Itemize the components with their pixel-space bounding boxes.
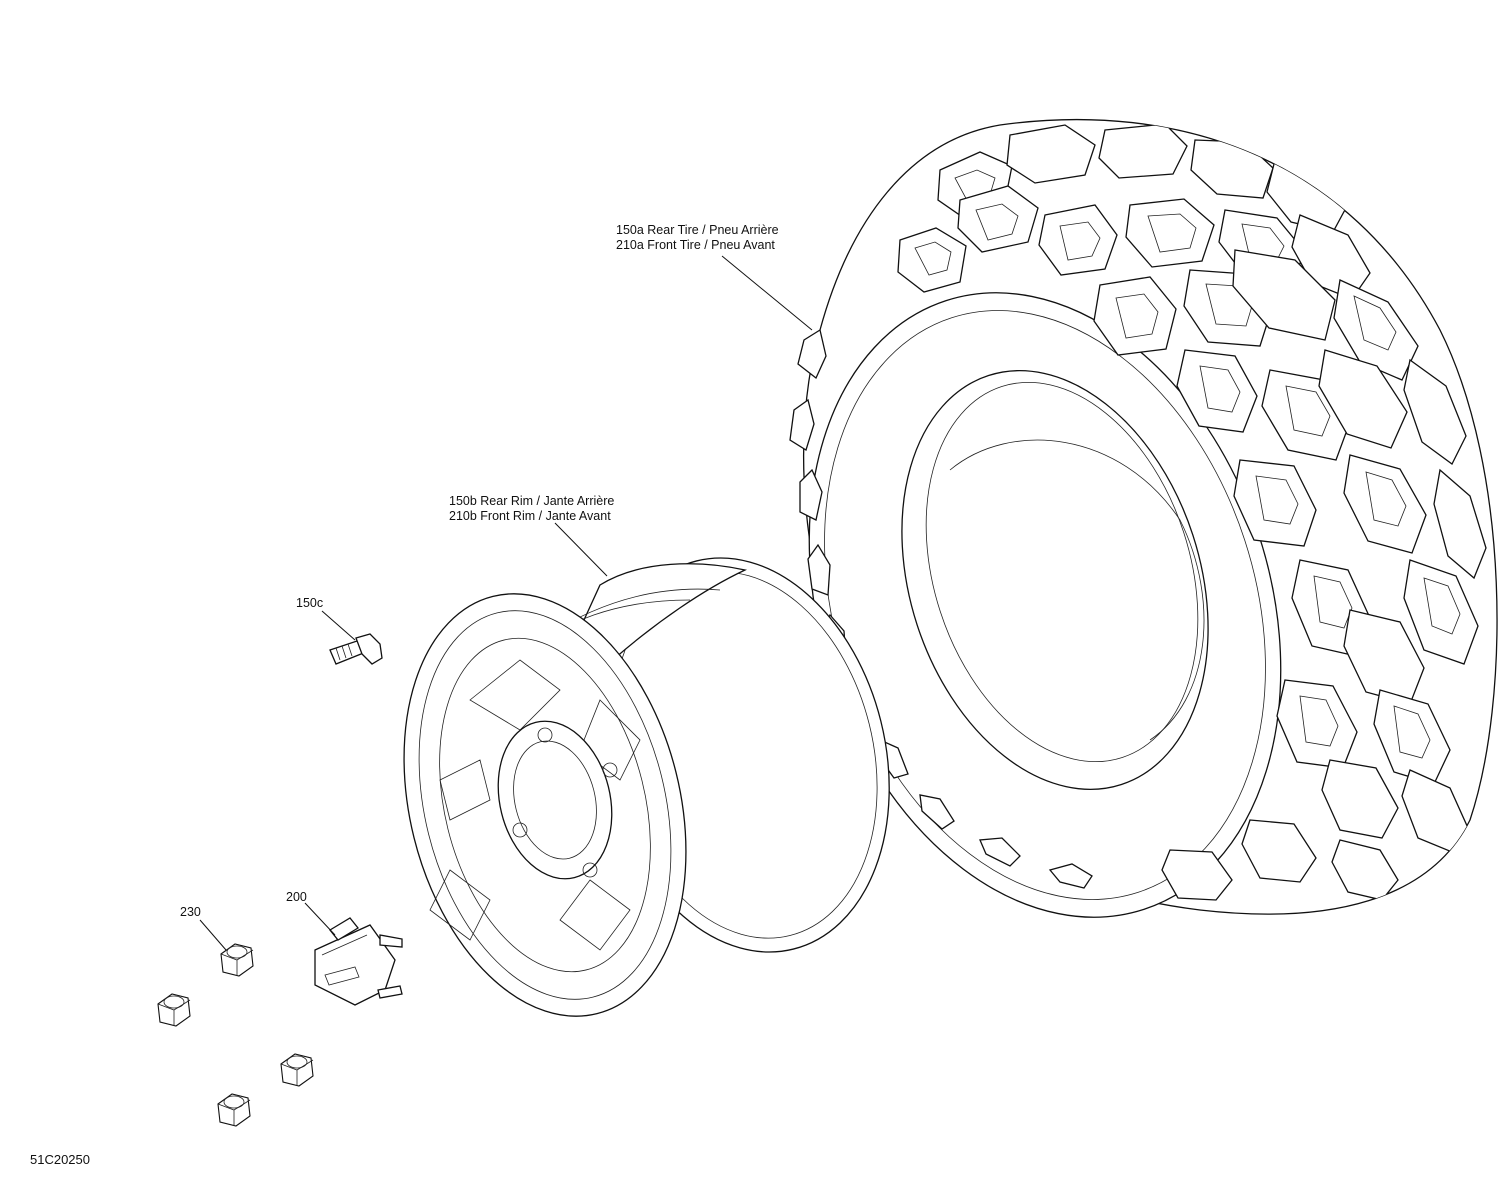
- tire-drawing: [789, 119, 1498, 918]
- callout-rim-front: 210b Front Rim / Jante Avant: [449, 509, 611, 523]
- callout-lug-nut: 230: [180, 905, 201, 919]
- callout-rim-rear: 150b Rear Rim / Jante Arrière: [449, 494, 615, 508]
- center-cap-drawing: [314, 917, 403, 1006]
- callout-valve-stem: 150c: [296, 596, 324, 610]
- valve-stem-drawing: [329, 633, 383, 665]
- lug-nuts-drawing: [157, 943, 314, 1127]
- callout-tire-rear: 150a Rear Tire / Pneu Arrière: [616, 223, 779, 237]
- callout-tire-front: 210a Front Tire / Pneu Avant: [616, 238, 775, 252]
- drawing-number: 51C20250: [30, 1152, 90, 1167]
- callout-center-cap: 200: [286, 890, 307, 904]
- leader-lines: [199, 255, 813, 951]
- rim-drawing: [403, 557, 890, 1017]
